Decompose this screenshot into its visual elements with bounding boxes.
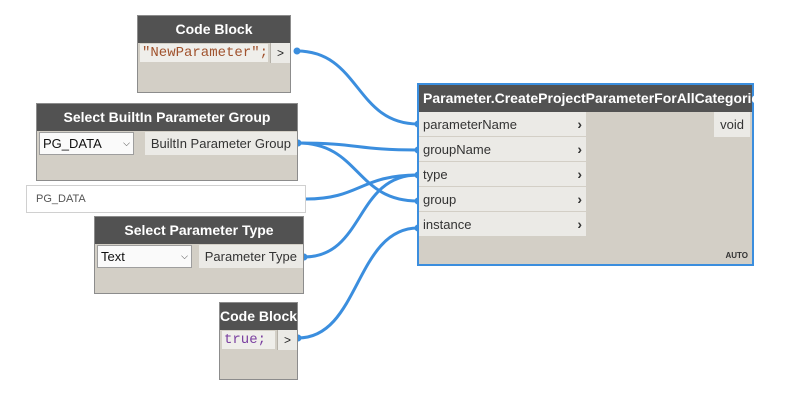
- output-port-void[interactable]: void: [714, 112, 750, 137]
- code-editor[interactable]: true;: [222, 331, 275, 349]
- create-project-parameter-node[interactable]: Parameter.CreateProjectParameterForAllCa…: [417, 83, 767, 266]
- chevron-right-icon: ›: [577, 116, 582, 132]
- input-port-groupName[interactable]: groupName ›: [419, 137, 586, 162]
- group-dropdown[interactable]: PG_DATA ⌵: [39, 132, 134, 155]
- port-label: groupName: [423, 142, 491, 157]
- type-dropdown[interactable]: Text ⌵: [97, 245, 192, 268]
- port-label: group: [423, 192, 457, 207]
- dropdown-row: PG_DATA ⌵ BuiltIn Parameter Group: [37, 131, 297, 156]
- chevron-down-icon: ⌵: [181, 251, 188, 261]
- dropdown-value: Text: [101, 249, 125, 264]
- code-text: true;: [224, 332, 267, 348]
- node-title[interactable]: Code Block: [220, 303, 297, 330]
- code-editor[interactable]: "NewParameter";: [140, 44, 269, 62]
- node-title[interactable]: Code Block: [138, 16, 290, 43]
- lacing-label: AUTO: [725, 251, 748, 260]
- input-port-instance[interactable]: instance ›: [419, 212, 586, 237]
- chevron-right-icon: ›: [577, 191, 582, 207]
- node-title[interactable]: Select Parameter Type: [95, 217, 303, 244]
- wire-type-to-type: [303, 173, 419, 259]
- output-port[interactable]: >: [270, 43, 290, 63]
- output-port[interactable]: Parameter Type: [198, 245, 303, 268]
- node-title[interactable]: Parameter.CreateProjectParameterForAllCa…: [419, 85, 767, 112]
- port-label: type: [423, 167, 448, 182]
- port-label: instance: [423, 217, 472, 232]
- watch-preview: PG_DATA: [26, 185, 306, 213]
- port-label: parameterName: [423, 117, 517, 132]
- wire-group-to-group: [297, 141, 419, 203]
- chevron-right-icon: ›: [577, 216, 582, 232]
- node-title[interactable]: Select BuiltIn Parameter Group: [37, 104, 297, 131]
- select-builtin-parameter-group-node[interactable]: Select BuiltIn Parameter Group PG_DATA ⌵…: [36, 103, 298, 181]
- input-port-group[interactable]: group ›: [419, 187, 586, 212]
- code-row: true; >: [220, 330, 297, 350]
- dropdown-value: PG_DATA: [43, 136, 102, 151]
- input-port-parameterName[interactable]: parameterName ›: [419, 112, 586, 137]
- output-port[interactable]: BuiltIn Parameter Group: [144, 132, 297, 155]
- chevron-right-icon: ›: [577, 166, 582, 182]
- chevron-down-icon: ⌵: [123, 138, 130, 148]
- input-ports: parameterName › groupName › type › group › i…: [419, 112, 586, 237]
- wire-code-to-parameterName: [296, 49, 419, 126]
- input-port-type[interactable]: type ›: [419, 162, 586, 187]
- code-row: "NewParameter"; >: [138, 43, 290, 63]
- wire-code-to-instance: [297, 226, 419, 340]
- code-block-node-2[interactable]: Code Block true; >: [219, 302, 298, 380]
- code-block-node-1[interactable]: Code Block "NewParameter"; >: [137, 15, 291, 93]
- dropdown-row: Text ⌵ Parameter Type: [95, 244, 303, 269]
- wire-watch-to-type: [305, 173, 419, 201]
- wire-group-to-groupName: [297, 141, 419, 152]
- chevron-right-icon: ›: [577, 141, 582, 157]
- output-port[interactable]: >: [277, 330, 297, 350]
- select-parameter-type-node[interactable]: Select Parameter Type Text ⌵ Parameter T…: [94, 216, 304, 294]
